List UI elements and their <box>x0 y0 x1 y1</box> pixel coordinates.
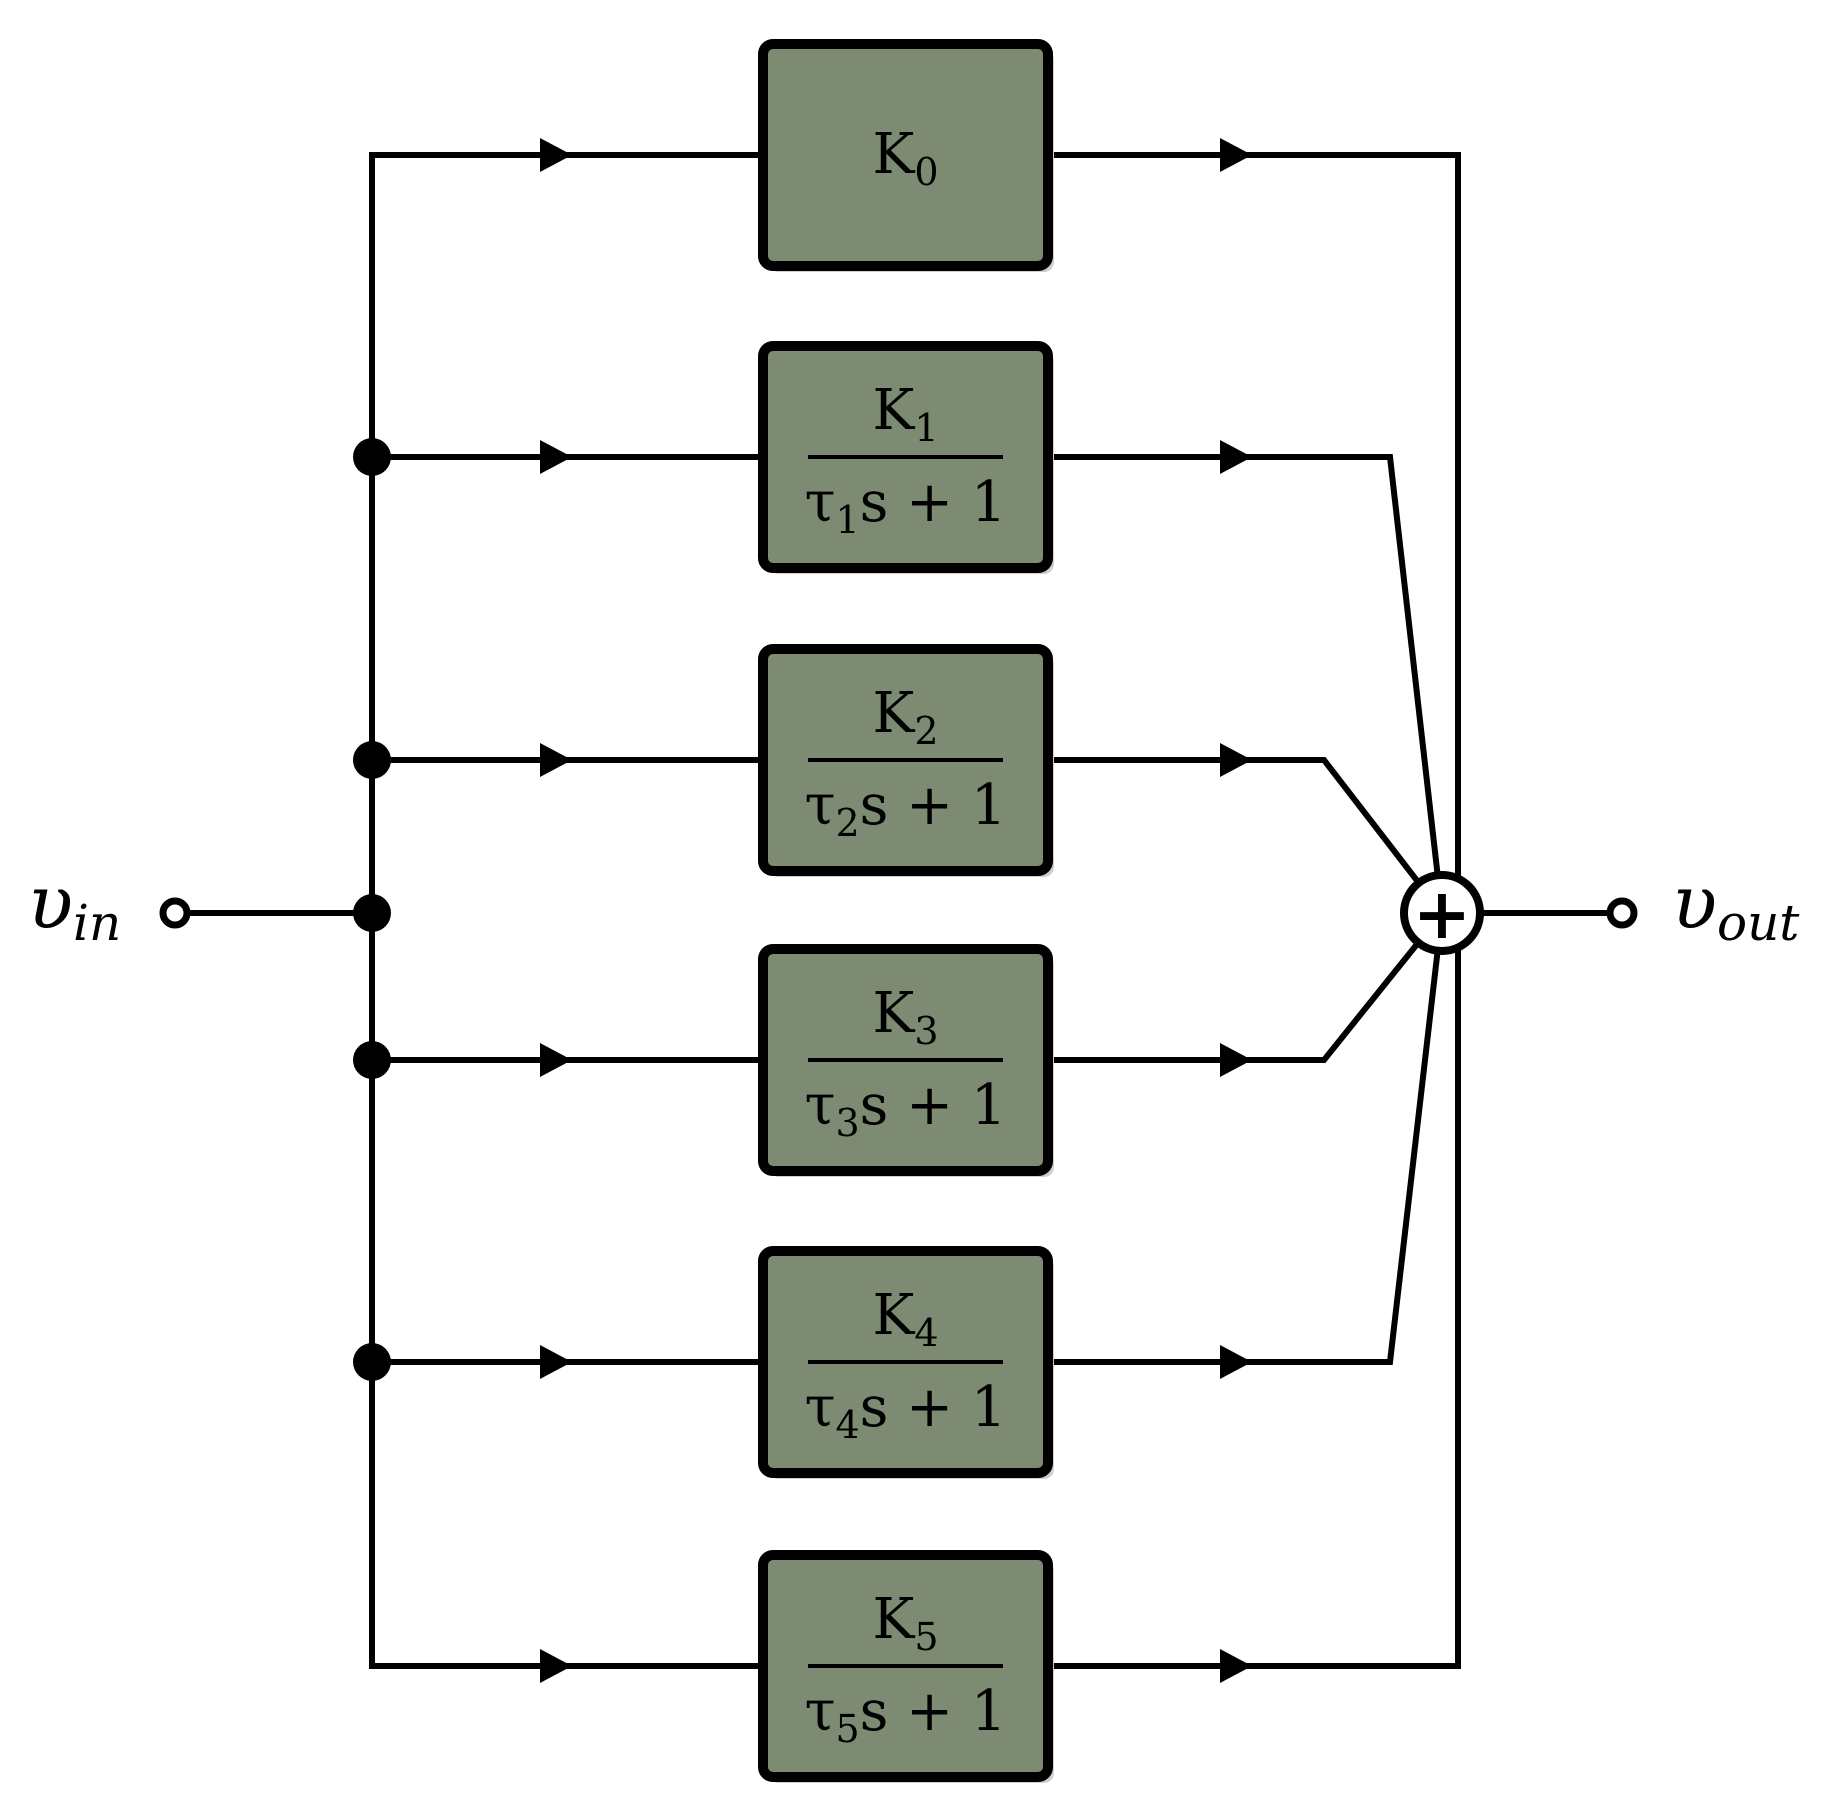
block-denominator: τ5s + 1 <box>804 1679 1006 1751</box>
gain-symbol: K <box>872 378 915 443</box>
gain-symbol: K <box>872 122 915 187</box>
branch-to-summer <box>1045 757 1426 891</box>
block-denominator: τ3s + 1 <box>804 1073 1006 1145</box>
input-label-sub: in <box>73 894 121 952</box>
junction-dot <box>353 894 391 932</box>
gain-subscript: 5 <box>914 1615 938 1659</box>
arrow-head <box>1220 1043 1252 1077</box>
block-numerator: K4 <box>872 1283 938 1355</box>
block-denominator: τ1s + 1 <box>804 470 1006 542</box>
denominator-rest: s + 1 <box>860 470 1007 535</box>
block-numerator: K5 <box>872 1587 938 1659</box>
denominator-rest: s + 1 <box>860 773 1007 838</box>
output-terminal <box>1606 897 1638 929</box>
block-numerator: K2 <box>872 681 938 753</box>
tau-symbol: τ <box>804 1679 835 1744</box>
gain-symbol: K <box>872 1283 915 1348</box>
gain-subscript: 2 <box>914 709 938 753</box>
arrow-head <box>540 743 572 777</box>
tau-subscript: 1 <box>835 498 859 542</box>
tau-subscript: 2 <box>835 801 859 845</box>
junction-dot <box>353 741 391 779</box>
junction-dot <box>353 438 391 476</box>
block-numerator: K1 <box>872 378 938 450</box>
block-box <box>758 39 1053 271</box>
denominator-rest: s + 1 <box>860 1073 1007 1138</box>
gain-symbol: K <box>872 681 915 746</box>
tau-symbol: τ <box>804 1073 835 1138</box>
summing-junction <box>1400 871 1484 955</box>
arrow-head <box>1220 138 1252 172</box>
block-denominator: τ2s + 1 <box>804 773 1006 845</box>
arrow-head <box>540 1345 572 1379</box>
arrow-head <box>540 1043 572 1077</box>
block-denominator: τ4s + 1 <box>804 1375 1006 1447</box>
tau-symbol: τ <box>804 470 835 535</box>
block-gain: K0 <box>872 122 938 194</box>
denominator-rest: s + 1 <box>860 1679 1007 1744</box>
arrow-head <box>1220 743 1252 777</box>
block-numerator: K3 <box>872 981 938 1053</box>
output-label-sub: out <box>1717 894 1800 952</box>
denominator-rest: s + 1 <box>860 1375 1007 1440</box>
arrow-head <box>540 440 572 474</box>
transfer-block-0: K0 <box>758 39 1054 272</box>
arrow-head <box>540 1649 572 1683</box>
output-bus <box>1045 152 1461 1669</box>
branch-to-summer <box>1045 935 1425 1063</box>
gain-symbol: K <box>872 981 915 1046</box>
gain-symbol: K <box>872 1587 915 1652</box>
tau-symbol: τ <box>804 773 835 838</box>
junction-dot <box>353 1041 391 1079</box>
input-label-main: υ <box>28 860 73 946</box>
arrow-head <box>540 138 572 172</box>
gain-subscript: 0 <box>914 150 938 194</box>
input-label: υin <box>28 860 121 952</box>
marks <box>353 138 1252 1683</box>
gain-subscript: 4 <box>914 1311 938 1355</box>
branch-to-summer <box>1045 943 1442 1365</box>
junction-dot <box>353 1343 391 1381</box>
tau-subscript: 4 <box>835 1403 859 1447</box>
branch-to-summer <box>1045 454 1442 883</box>
output-label-main: υ <box>1672 860 1717 946</box>
summing-symbol: + <box>1413 872 1472 955</box>
arrow-head <box>1220 1649 1252 1683</box>
tau-subscript: 5 <box>835 1707 859 1751</box>
output-label: υout <box>1672 860 1800 952</box>
arrow-head <box>1220 1345 1252 1379</box>
tau-subscript: 3 <box>835 1101 859 1145</box>
input-terminal <box>159 897 191 929</box>
gain-subscript: 1 <box>914 406 938 450</box>
gain-subscript: 3 <box>914 1009 938 1053</box>
arrow-head <box>1220 440 1252 474</box>
tau-symbol: τ <box>804 1375 835 1440</box>
